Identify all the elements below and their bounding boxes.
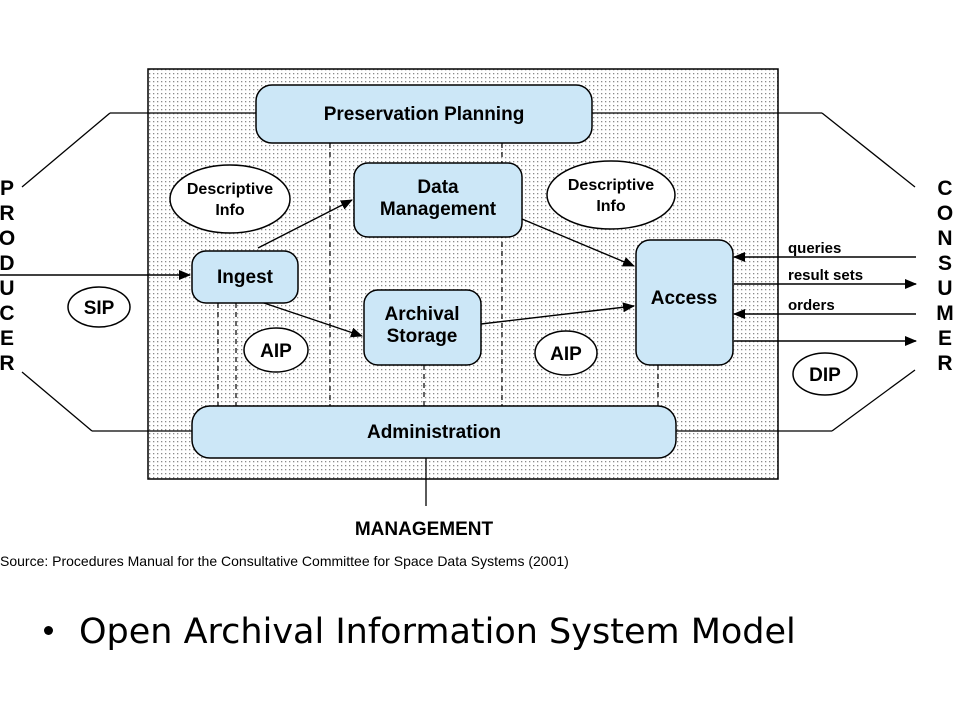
descriptive-info-left-1: Descriptive xyxy=(187,181,273,198)
flow-label-result-sets: result sets xyxy=(788,267,863,284)
ingest-label: Ingest xyxy=(217,267,274,288)
oais-diagram: Preservation Planning Data Management In… xyxy=(0,68,954,569)
sip-label: SIP xyxy=(84,298,115,319)
box-data-management: Data Management xyxy=(353,162,523,238)
box-administration: Administration xyxy=(191,405,677,459)
data-management-label-1: Data xyxy=(417,177,459,198)
access-label: Access xyxy=(651,288,718,309)
oval-descriptive-info-right: Descriptive Info xyxy=(546,160,676,230)
producer-letter: O xyxy=(0,227,15,250)
box-ingest: Ingest xyxy=(191,250,299,304)
box-preservation-planning: Preservation Planning xyxy=(255,84,593,144)
management-label: MANAGEMENT xyxy=(355,519,494,540)
consumer-letter: U xyxy=(937,277,952,300)
aip-right-label: AIP xyxy=(550,344,582,365)
consumer-letter: R xyxy=(937,352,952,375)
producer-letter: R xyxy=(0,202,15,225)
producer-letter: E xyxy=(0,327,14,350)
producer-letter: R xyxy=(0,352,15,375)
producer-label: P R O D U C E R xyxy=(0,177,15,375)
source-caption: Source: Procedures Manual for the Consul… xyxy=(0,553,569,569)
consumer-letter: C xyxy=(937,177,952,200)
oval-aip-left: AIP xyxy=(243,327,309,373)
archival-storage-label-2: Storage xyxy=(387,326,458,347)
data-management-label-2: Management xyxy=(380,199,497,220)
environment-connectors xyxy=(21,112,916,506)
producer-letter: D xyxy=(0,252,15,275)
box-archival-storage: Archival Storage xyxy=(363,289,482,366)
oval-sip: SIP xyxy=(67,286,131,328)
consumer-letter: O xyxy=(937,202,953,225)
oval-dip: DIP xyxy=(792,352,858,396)
archival-storage-label-1: Archival xyxy=(385,304,460,325)
descriptive-info-right-1: Descriptive xyxy=(568,177,654,194)
preservation-planning-label: Preservation Planning xyxy=(324,104,525,125)
producer-letter: C xyxy=(0,302,15,325)
descriptive-info-right-2: Info xyxy=(596,198,626,215)
dip-label: DIP xyxy=(809,365,841,386)
oval-descriptive-info-left: Descriptive Info xyxy=(169,164,291,234)
consumer-letter: E xyxy=(938,327,952,350)
flow-label-orders: orders xyxy=(788,297,835,314)
administration-label: Administration xyxy=(367,422,501,443)
bullet-text: Open Archival Information System Model xyxy=(79,612,796,652)
oval-aip-right: AIP xyxy=(534,330,598,376)
descriptive-info-left-2: Info xyxy=(215,202,245,219)
consumer-letter: S xyxy=(938,252,952,275)
bullet-dot-icon xyxy=(44,625,53,635)
consumer-letter: M xyxy=(936,302,954,325)
internal-dashed-links xyxy=(217,143,659,406)
producer-letter: P xyxy=(0,177,14,200)
flow-label-queries: queries xyxy=(788,240,841,257)
consumer-label: C O N S U M E R xyxy=(936,177,954,375)
aip-left-label: AIP xyxy=(260,341,292,362)
consumer-letter: N xyxy=(937,227,952,250)
producer-letter: U xyxy=(0,277,15,300)
box-access: Access xyxy=(635,239,734,366)
flow-arrows xyxy=(0,199,917,346)
bullet-item: Open Archival Information System Model xyxy=(44,612,796,652)
